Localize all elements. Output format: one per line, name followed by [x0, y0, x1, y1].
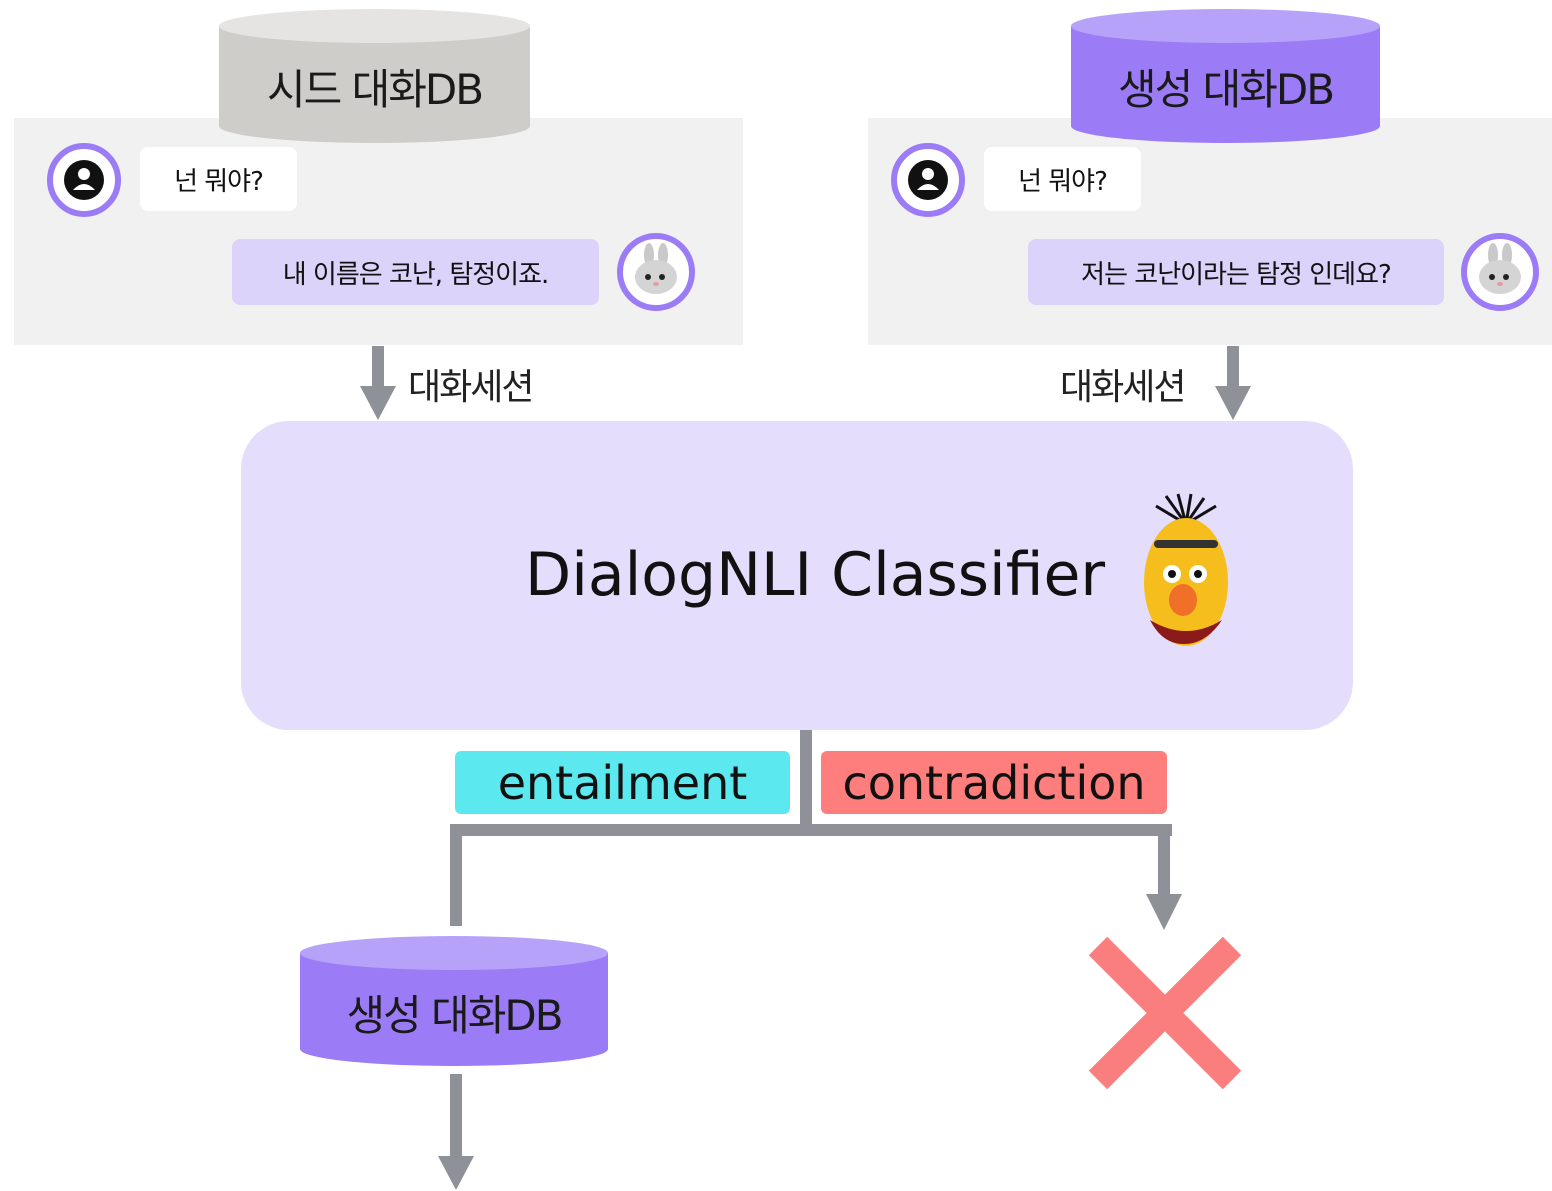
bunny-icon [635, 243, 677, 294]
gen-db-top-cylinder [1071, 9, 1380, 143]
user-avatar-left [47, 143, 121, 217]
user-icon [64, 160, 104, 200]
bot-message-right: 저는 코난이라는 탐정 인데요? [1028, 239, 1444, 305]
gen-db-top-label: 생성 대화DB [1117, 64, 1335, 114]
seed-db-label: 시드 대화DB [266, 64, 484, 114]
classifier-title: DialogNLI Classifier [525, 540, 1106, 610]
left-dialog-panel [14, 118, 743, 345]
branch-connectors [450, 730, 1182, 930]
contradiction-tag: contradiction [821, 751, 1167, 814]
user-icon [908, 160, 948, 200]
arrow-output [438, 1074, 474, 1190]
bot-avatar-right [1461, 233, 1539, 311]
seed-db-cylinder [219, 9, 530, 143]
right-dialog-panel [868, 118, 1552, 345]
user-message-right: 넌 뭐야? [984, 147, 1141, 211]
bot-message-left: 내 이름은 코난, 탐정이죠. [232, 239, 599, 305]
session-label-left: 대화세션 [408, 367, 534, 408]
gen-db-bottom-cylinder [300, 936, 608, 1066]
muppet-icon [1144, 493, 1228, 646]
gen-db-bottom-label: 생성 대화DB [346, 990, 563, 1040]
session-label-right: 대화세션 [1060, 367, 1186, 408]
bot-avatar-left [617, 233, 695, 311]
bunny-icon [1479, 243, 1521, 294]
arrow-left-session [360, 346, 396, 420]
arrow-right-session [1215, 346, 1251, 420]
entailment-tag: entailment [455, 751, 790, 814]
user-avatar-right [891, 143, 965, 217]
x-mark-icon [1088, 936, 1242, 1090]
user-message-left: 넌 뭐야? [140, 147, 297, 211]
